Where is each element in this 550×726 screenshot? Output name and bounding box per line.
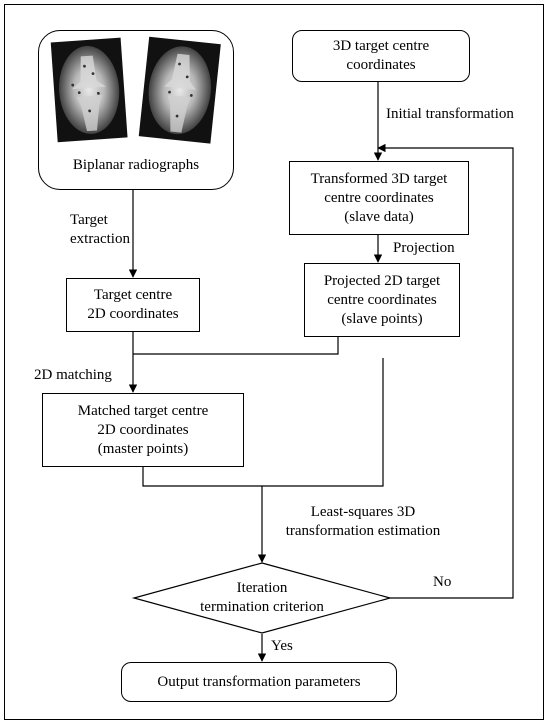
- radiographs-caption: Biplanar radiographs: [72, 157, 200, 173]
- label-yes: Yes: [271, 638, 293, 654]
- label-2d-matching: 2D matching: [34, 367, 112, 383]
- transformed-line-1: Transformed 3D target: [310, 170, 448, 187]
- radiograph-right: [138, 36, 221, 144]
- target-2d-line-1: Target centre: [93, 287, 173, 303]
- label-initial-transformation: Initial transformation: [386, 106, 514, 122]
- iteration-line-2: termination criterion: [200, 599, 324, 615]
- iteration-diamond: [131, 562, 393, 634]
- target-2d-line-2: 2D coordinates: [87, 306, 179, 322]
- projected-line-2: centre coordinates: [327, 291, 437, 308]
- edge-matched-merge: [142, 358, 384, 487]
- label-no: No: [433, 574, 452, 590]
- matched-line-3: (master points): [97, 440, 189, 457]
- matched-line-1: Matched target centre: [77, 402, 209, 419]
- label-least-squares: Least-squares 3D transformation estimati…: [268, 503, 458, 541]
- label-target-extraction-2: extraction: [70, 231, 130, 247]
- edge-projected-merge: [133, 337, 339, 355]
- projected-2d-node: Projected 2D target centre coordinates (…: [304, 263, 460, 337]
- projected-line-1: Projected 2D target: [323, 272, 441, 289]
- target-3d-node: 3D target centre coordinates: [292, 30, 470, 82]
- target-3d-line-1: 3D target centre: [332, 38, 430, 54]
- label-least-squares-1: Least-squares 3D: [310, 504, 416, 520]
- iteration-label: Iteration termination criterion: [184, 579, 340, 617]
- projected-line-3: (slave points): [341, 310, 423, 327]
- transformed-3d-node: Transformed 3D target centre coordinates…: [289, 161, 469, 235]
- diagram-frame: [4, 4, 544, 720]
- matched-line-2: 2D coordinates: [97, 421, 189, 438]
- target-2d-node: Target centre 2D coordinates: [66, 278, 200, 332]
- transformed-line-3: (slave data): [344, 208, 414, 225]
- label-target-extraction-1: Target: [70, 212, 108, 228]
- iteration-line-1: Iteration: [236, 580, 288, 596]
- radiograph-images: [50, 36, 221, 144]
- label-least-squares-2: transformation estimation: [285, 523, 441, 539]
- transformed-line-2: centre coordinates: [324, 189, 434, 206]
- target-3d-line-2: coordinates: [346, 57, 416, 73]
- output-node: Output transformation parameters: [121, 662, 397, 702]
- label-projection: Projection: [393, 240, 455, 256]
- radiograph-left: [50, 37, 128, 143]
- output-line-1: Output transformation parameters: [157, 673, 361, 690]
- edge-no-loop: [377, 143, 514, 599]
- matched-node: Matched target centre 2D coordinates (ma…: [42, 393, 244, 467]
- label-target-extraction: Target extraction: [70, 211, 130, 249]
